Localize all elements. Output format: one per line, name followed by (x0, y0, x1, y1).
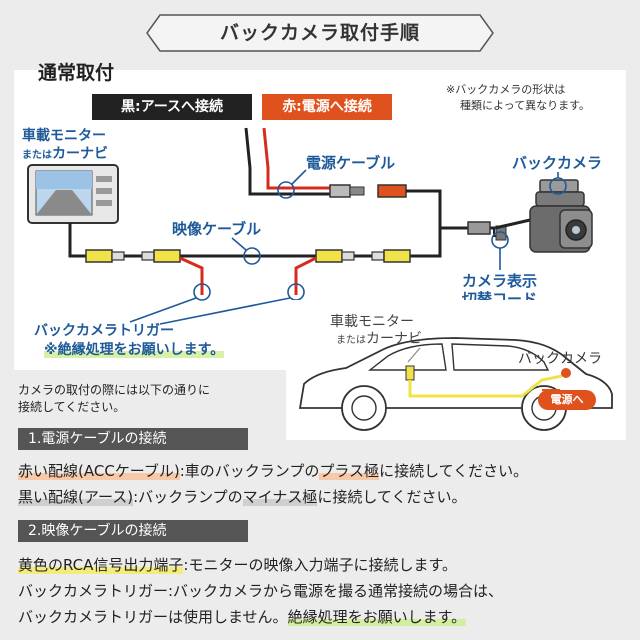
section1-line2-hl: 黒い配線(アース) (18, 488, 134, 506)
monitor-label-line2: カーナビ (52, 146, 108, 162)
section2-line3: バックカメラトリガーは使用しません。絶縁処理をお願いします。 (18, 606, 467, 627)
section1-line1-b: に接続してください。 (379, 462, 529, 480)
section1-line2-hl2: マイナス極 (242, 488, 318, 506)
section2-line1-a: :モニターの映像入力端子に接続します。 (183, 556, 457, 574)
monitor-label-or: または (22, 150, 52, 161)
power-cable-label: 電源ケーブル (306, 154, 396, 172)
trigger-label: バックカメラトリガー ※絶縁処理をお願いします。 (34, 322, 225, 360)
monitor-label-line1: 車載モニター (22, 128, 106, 144)
inset-monitor-line2: カーナビ (366, 331, 422, 347)
back-camera-label: バックカメラ (512, 154, 603, 172)
trigger-label-line2: ※絶縁処理をお願いします。 (44, 342, 225, 358)
inset-monitor-line1: 車載モニター (330, 314, 414, 330)
section1-line1: 赤い配線(ACCケーブル):車のバックランプのプラス極に接続してください。 (18, 460, 528, 481)
switch-cord-line1: カメラ表示 (462, 272, 538, 290)
shape-note-line1: ※バックカメラの形状は (446, 83, 566, 96)
section1-line1-a: :車のバックランプの (179, 462, 320, 480)
inset-monitor-label: 車載モニター またはカーナビ (330, 314, 422, 349)
red-wire-label: 赤:電源へ接続 (262, 94, 392, 120)
title-banner: バックカメラ取付手順 (146, 14, 494, 52)
banner-title: バックカメラ取付手順 (219, 22, 420, 44)
video-cable-label: 映像ケーブル (172, 220, 262, 238)
section2-line1-hl: 黄色のRCA信号出力端子 (18, 556, 184, 574)
section1-line1-hl2: プラス極 (319, 462, 380, 480)
back-camera-illustration (494, 172, 593, 253)
shape-note-line2: 種類によって異なります。 (460, 99, 591, 112)
black-wire-label: 黒:アースへ接続 (92, 94, 252, 120)
section2-line1: 黄色のRCA信号出力端子:モニターの映像入力端子に接続します。 (18, 554, 457, 575)
inset-camera-label: バックカメラ (518, 351, 602, 367)
section1-line2-b: に接続してください。 (317, 488, 467, 506)
section2-line2: バックカメラトリガー:バックカメラから電源を撮る通常接続の場合は、 (18, 582, 504, 600)
section2-line3-hl: 絶縁処理をお願いします。 (287, 608, 467, 626)
monitor-label: 車載モニター またはカーナビ (22, 127, 108, 165)
trigger-label-line1: バックカメラトリガー (34, 323, 174, 339)
section2-line3-a: バックカメラトリガーは使用しません。 (18, 608, 288, 626)
section1-heading: 1.電源ケーブルの接続 (18, 428, 248, 450)
shape-note: ※バックカメラの形状は 種類によって異なります。 (446, 82, 590, 114)
inset-power-badge: 電源へ (538, 390, 596, 410)
inset-monitor-line2-wrap: またはカーナビ (330, 331, 422, 349)
section1-line2: 黒い配線(アース):バックランプのマイナス極に接続してください。 (18, 486, 466, 507)
inset-monitor-or: または (336, 335, 366, 346)
rca-connectors (85, 249, 411, 263)
section-title: 通常取付 (38, 62, 115, 84)
banner-shape (146, 14, 494, 52)
trigger-label-line2-wrap: ※絶縁処理をお願いします。 (34, 341, 225, 360)
car-inset-illustration (298, 337, 613, 431)
section2-heading: 2.映像ケーブルの接続 (18, 520, 248, 542)
intro-line1: カメラの取付の際には以下の通りに (18, 383, 211, 397)
section1-line1-hl: 赤い配線(ACCケーブル) (18, 462, 180, 480)
monitor-label-line2-wrap: またはカーナビ (22, 145, 108, 165)
intro-text: カメラの取付の際には以下の通りに 接続してください。 (18, 382, 210, 416)
car-monitor-illustration (27, 164, 119, 224)
intro-line2: 接続してください。 (18, 400, 126, 414)
section1-line2-a: :バックランプの (133, 488, 243, 506)
